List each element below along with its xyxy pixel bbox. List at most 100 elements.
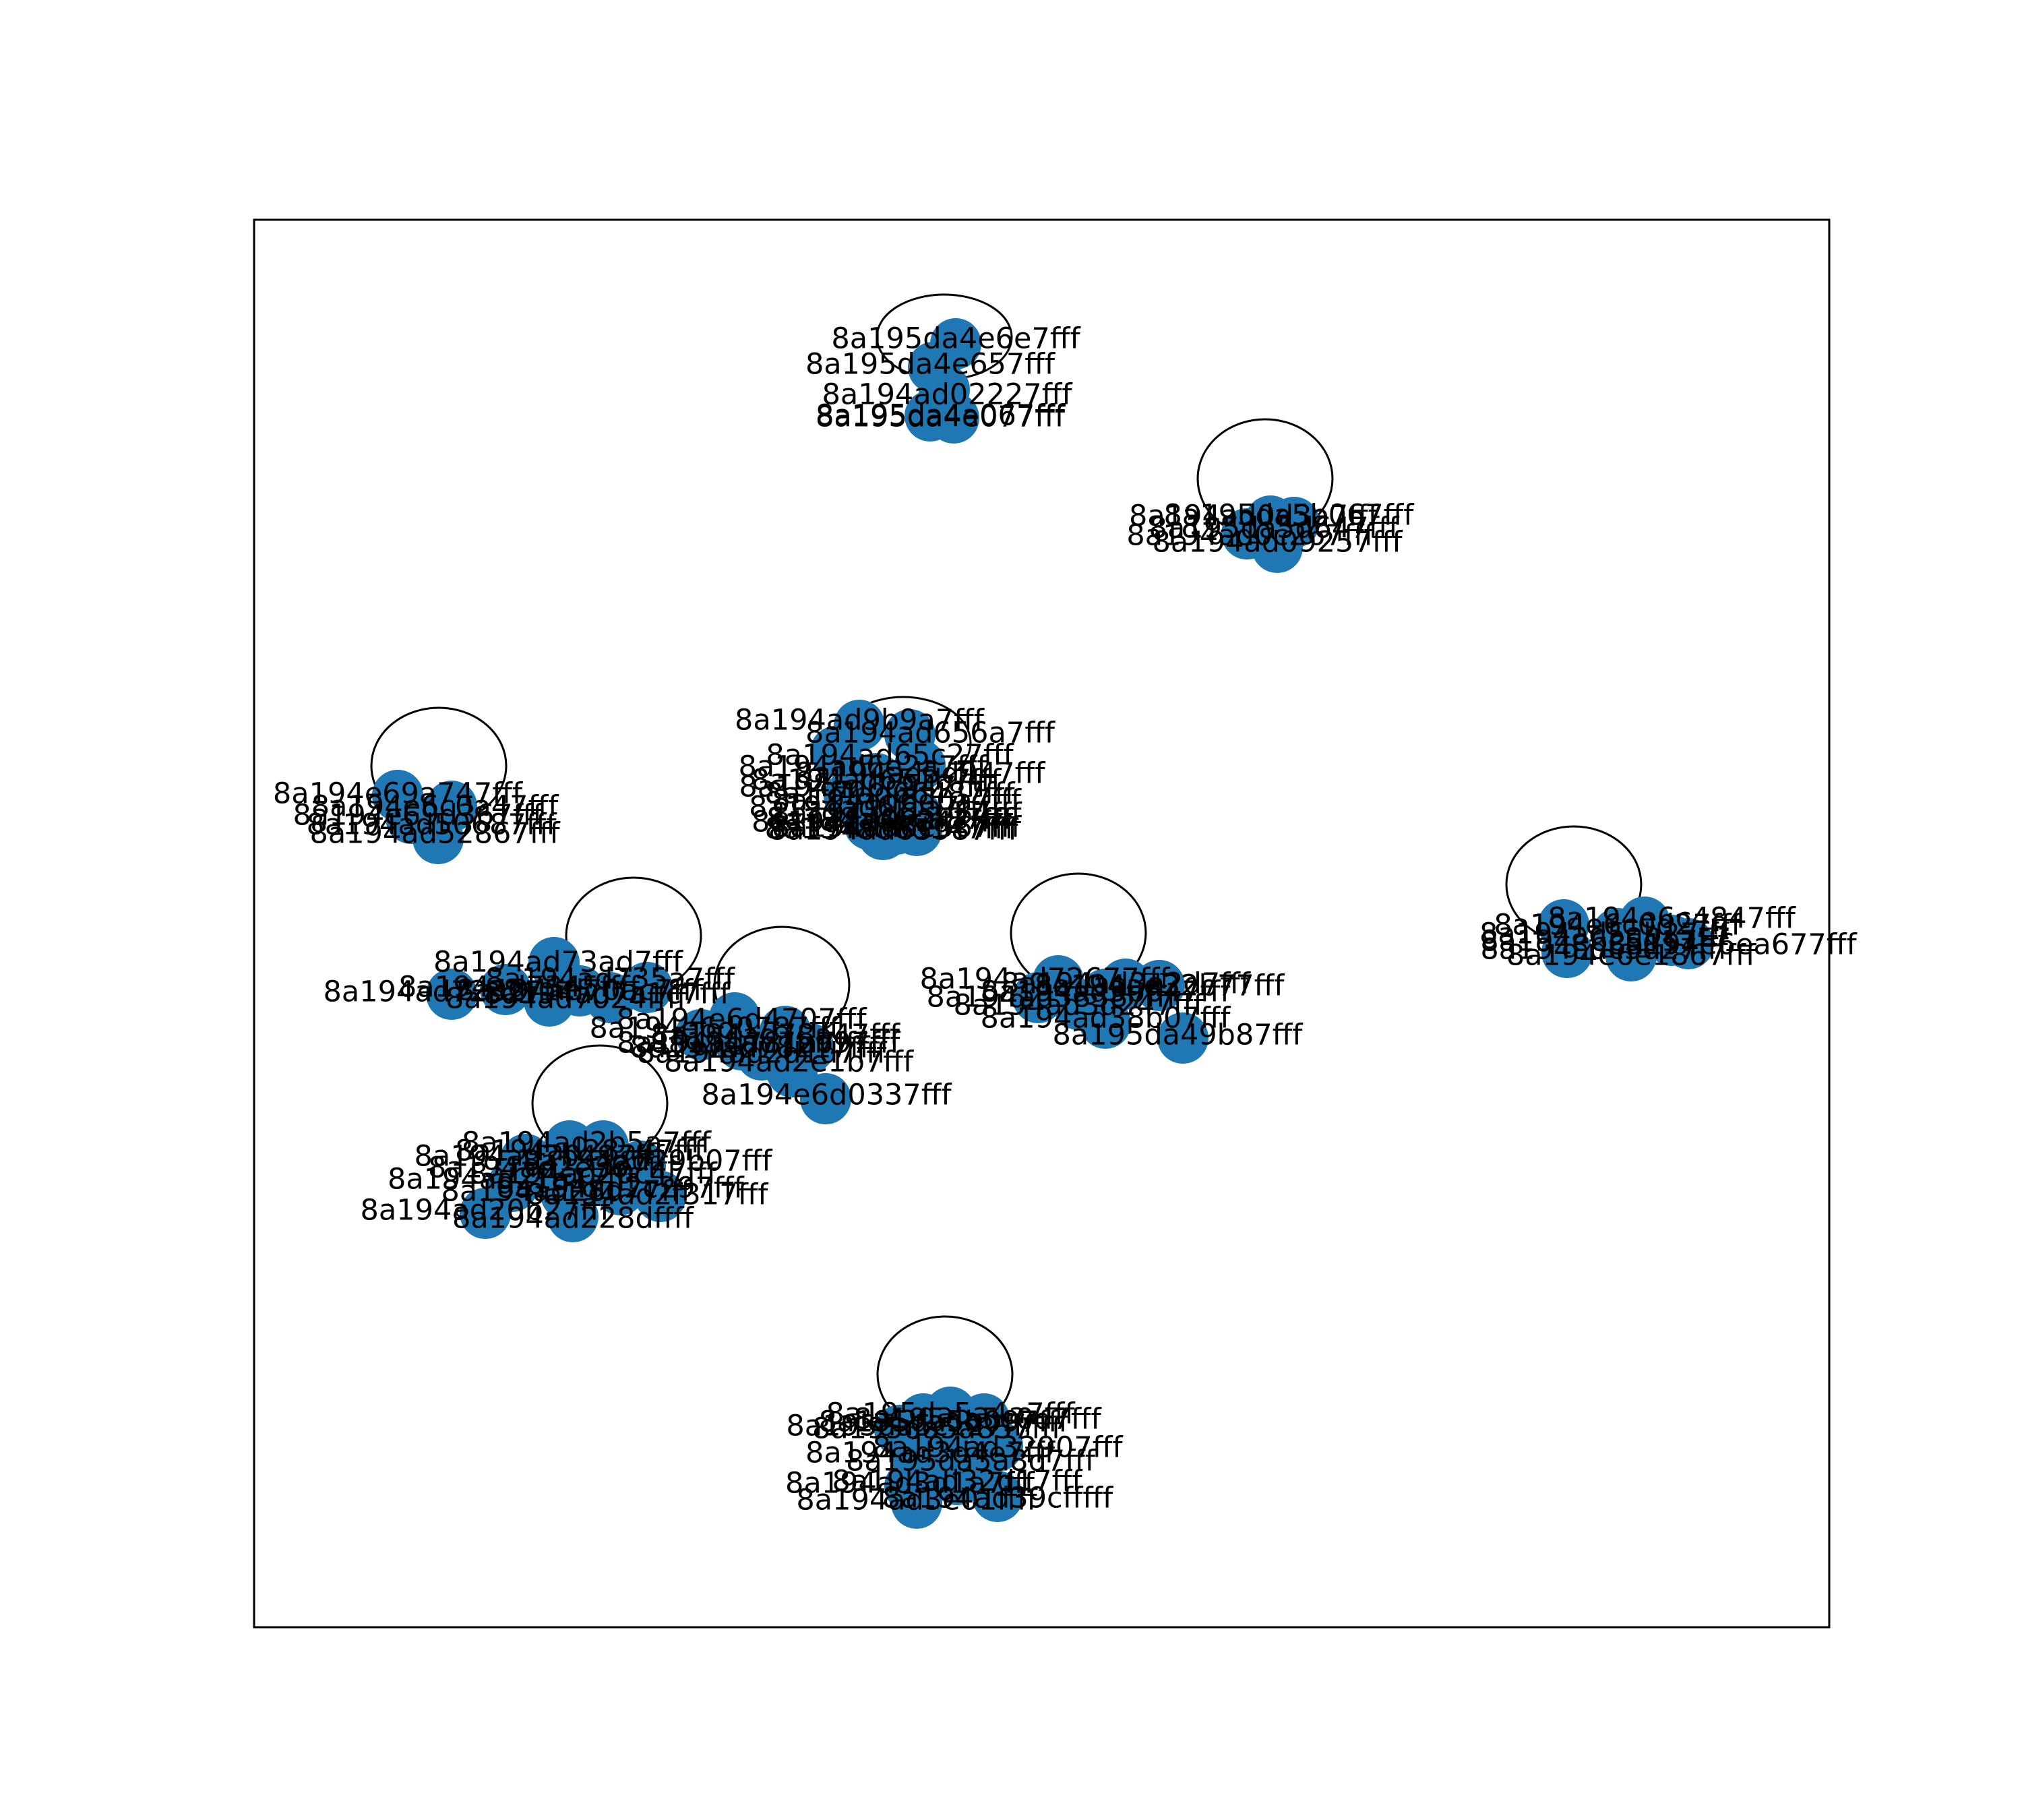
node-label: 8a194ad6e347fff [752,806,1002,839]
node-label: 8a194ad20b27fff [361,1194,611,1227]
graph-node [1080,998,1131,1049]
node-label: 8a194ad32907fff [873,1431,1124,1465]
graph-node [972,1471,1023,1522]
node-label: 8a194ad228dffff [452,1202,694,1236]
node-labels: 8a195da4e6e7fff8a195da4e657fff8a194ad022… [273,322,1858,1517]
node-label: 8a194ad39cfffff [882,1482,1113,1515]
node-label: 8a194e6c0a47fff [311,790,559,824]
graph-node [547,1191,599,1242]
node-label: 8a195da5c0d7fff [853,1403,1101,1436]
node-label: 8a195da4a067fff [816,399,1066,433]
graph-node [1157,1012,1208,1064]
node-label: 8a194ad3e01ffff [796,1484,1038,1517]
node-label: 8a195da5a4a7fff [826,1397,1076,1431]
node-label: 8a194ad7bb97fff [650,1027,901,1060]
node-label: 8a194ad28d77fff [441,1175,692,1209]
node-label: 8a195da5c127fff [786,1409,1034,1443]
node-label: 8a194ad32d17fff [832,1465,1083,1498]
node-label: 8a194ad65c27fff [766,739,1014,772]
nodes [372,318,1714,1529]
graph-node [857,809,909,860]
node-label: 8a194ad6d0a7fff [772,784,1022,818]
node-label: 8a194ad2b5a7fff [462,1126,712,1160]
plot-frame [253,218,1831,1629]
node-label: 8a194e6d0337fff [701,1079,952,1112]
node-label: 8a194ad6e2a7fff [738,750,987,784]
node-label: 8a194ad5ab27fff [1479,917,1729,951]
node-label: 8a194ad78a47fff [650,1019,900,1052]
node-label: 8a194ad3b647fff [981,975,1231,1009]
node-label: 8a194ad78217fff [630,1031,881,1065]
graph-node [460,1188,511,1239]
node-label: 8a194ad2c297fff [496,1172,744,1205]
graph-node [1541,927,1593,978]
node-label: 8a195da49b87fff [1053,1019,1304,1052]
node-label: 8a194ad656a7fff [805,717,1055,750]
node-label: 8a194ad651b7fff [752,764,1002,797]
node-label: 8a194ad72677fff [920,963,1171,996]
node-label: 8a194ad781a7fff [617,1027,867,1060]
node-label: 8a194ad2e367fff [428,1151,678,1185]
node-label: 8a195da4e657fff [805,348,1055,382]
node-label: 8a194e6d4707fff [616,1003,867,1037]
node-label: 8a194ad3d247fff [954,989,1204,1023]
node-label: 8a194ad29b07fff [522,1145,773,1178]
node-label: 8a194ad6c947fff [739,770,987,804]
node-label: 8a194ad20c47fff [469,1157,717,1191]
node-label: 8a194ad7024ffff [446,982,687,1016]
node-label: 8a194e6c0d27fff [1494,909,1742,942]
node-label: 8a194e6c4847fff [1548,902,1796,936]
graph-node [426,969,477,1020]
node-label: 8a194ad70ac7fff [456,974,704,1008]
graph-node [480,964,531,1015]
node-label: 8a195da5b067fff [1164,499,1415,533]
graph-node [1134,960,1185,1011]
graph-node [675,1009,727,1060]
node-label: 8a194e6e1867fff [1506,939,1756,973]
node-label: 8a195da5b097fff [819,1405,1070,1439]
node-label: 8a194ad6ca87fff [766,803,1014,837]
graph-node [1663,918,1714,969]
node-label: 8a194ad6e567fff [772,811,1022,845]
node-label: 8a194ad73ad7fff [433,946,683,979]
node-label: 8a194ad52867fff [310,817,561,851]
node-label: 8a194ad9b9a7fff [735,704,985,737]
node-label: 8a195da5a857fff [812,1412,1062,1446]
graph-node [1252,522,1303,573]
node-label: 8a194ad3a2d7fff [1001,967,1251,1001]
node-label: 8a194ad6f1a7fff [749,791,991,824]
node-label: 8a194e69d367fff [293,799,543,832]
node-label: 8a194ad28a47fff [455,1134,705,1168]
graph-node [635,1171,686,1222]
node-label: 8a194ad38387fff [927,981,1177,1014]
node-label: 8a194ad6d147fff [765,812,1016,846]
node-label: 8a195da4e077fff [816,400,1066,434]
graph-node [1605,930,1657,981]
node-label: 8a194ad50687fff [307,808,557,842]
node-label: 8a194ad38b07fff [981,1002,1231,1035]
self-loops [370,293,1643,1434]
graph-node [1012,972,1064,1023]
node-label: 8a194ad72327fff [324,975,574,1009]
node-label: 8a194ad32b77fff [1035,969,1285,1003]
graph-node [891,1478,942,1529]
node-label: 8a195da5a8d7fff [846,1445,1096,1478]
node-label: 8a195da4e6e7fff [831,322,1080,356]
node-label: 8a194ad5d947fff [795,757,1046,791]
node-label: 8a194ad0d3a7fff [1129,499,1379,533]
node-label: 8a194ad09257fff [1153,526,1403,559]
node-label: 8a194e6c5d17fff [1480,925,1728,959]
graph-node [524,975,575,1027]
graph-node [928,392,979,444]
node-label: 8a194ad2b497fff [415,1140,665,1174]
graph-node [810,726,861,777]
graph-node [594,1164,646,1215]
node-label: 8a194ad3d1a7fff [785,1467,1035,1500]
graph-node [584,972,636,1023]
node-label: 8a194adc5d27fff [1480,933,1728,967]
node-label: 8a194ad3d4e7fff [805,1436,1055,1470]
graph-node [412,813,464,864]
node-label: 8a194ad735a7fff [485,963,735,996]
node-label: 8a194ad2d1d7fff [637,1037,888,1070]
